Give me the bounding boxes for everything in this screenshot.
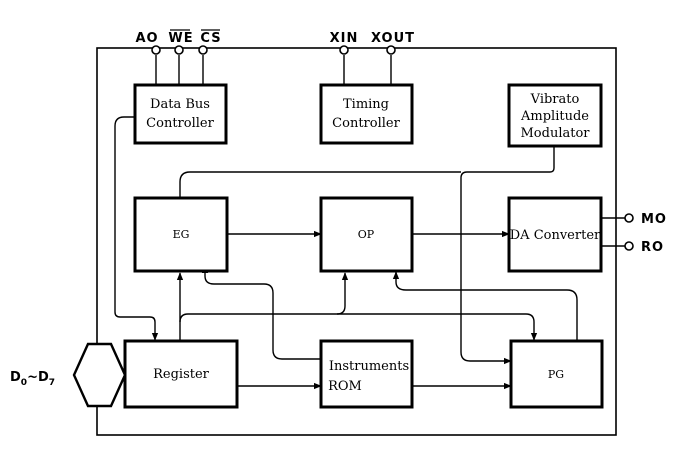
- op-label: OP: [358, 228, 375, 241]
- da-converter-label: DA Converter: [510, 228, 601, 243]
- pin-a0-label: AO: [135, 31, 158, 46]
- data-bus-controller-label-1: Data Bus: [150, 97, 210, 112]
- pin-ro: RO: [624, 240, 664, 255]
- instruments-rom-label-2: ROM: [328, 379, 362, 394]
- eg-block: EG: [133, 196, 229, 273]
- register-label: Register: [153, 367, 210, 382]
- pin-xout: XOUT: [371, 31, 415, 55]
- da-converter-block: DA Converter: [507, 196, 603, 273]
- instruments-rom-label-1: Instruments: [329, 359, 409, 374]
- vam-label-1: Vibrato: [530, 92, 580, 107]
- data-bus-label: D0~D7: [10, 370, 55, 388]
- pin-we: WE: [168, 29, 193, 55]
- register-block: Register: [123, 339, 239, 409]
- pg-block: PG: [509, 339, 604, 409]
- timing-controller-label-1: Timing: [343, 97, 389, 112]
- chip-outline: [96, 47, 617, 436]
- wire-vam-to-eg: [179, 171, 461, 197]
- vibrato-amplitude-modulator-block: Vibrato Amplitude Modulator: [507, 83, 603, 148]
- pin-we-label: WE: [168, 31, 193, 46]
- pg-label: PG: [548, 368, 564, 381]
- instruments-rom-block: Instruments ROM: [319, 339, 414, 409]
- wire-rom-to-eg: [201, 265, 321, 360]
- timing-controller-block: Timing Controller: [319, 83, 414, 145]
- wire-dbc-to-register: [114, 116, 159, 341]
- vam-label-2: Amplitude: [520, 109, 589, 124]
- pin-mo-label: MO: [641, 212, 667, 227]
- top-pin-wires: [155, 55, 392, 85]
- pin-a0: AO: [135, 31, 161, 55]
- wire-register-to-op: [179, 272, 349, 323]
- op-block: OP: [319, 196, 414, 273]
- wire-register-to-pg: [337, 313, 538, 341]
- pin-xin-label: XIN: [330, 31, 359, 46]
- pin-xout-label: XOUT: [371, 31, 415, 46]
- pin-cs-label: CS: [200, 31, 221, 46]
- wire-vam-to-pg: [460, 146, 555, 365]
- wire-pg-to-op: [392, 271, 578, 340]
- vam-label-3: Modulator: [520, 126, 590, 141]
- pin-ro-label: RO: [641, 240, 664, 255]
- pin-cs: CS: [198, 29, 221, 55]
- data-bus-port: D0~D7: [10, 342, 127, 408]
- data-bus-controller-label-2: Controller: [146, 116, 214, 131]
- eg-label: EG: [173, 228, 190, 241]
- pin-xin: XIN: [330, 31, 359, 55]
- pin-mo: MO: [624, 212, 667, 227]
- data-bus-controller-block: Data Bus Controller: [133, 83, 228, 145]
- timing-controller-label-2: Controller: [332, 116, 400, 131]
- data-bus-hexagon: [72, 342, 127, 408]
